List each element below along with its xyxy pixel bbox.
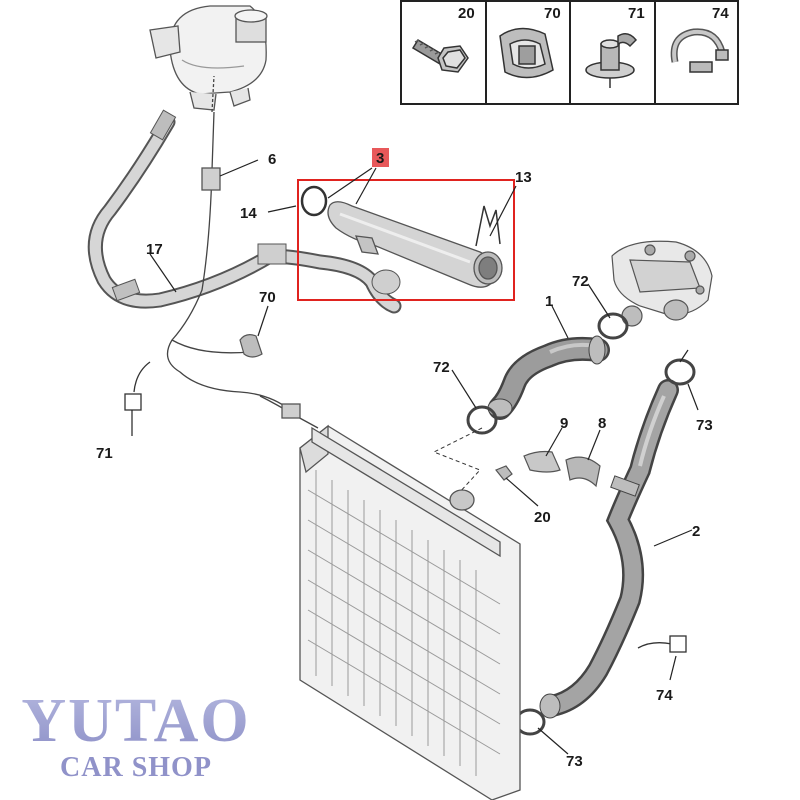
tank-cap [234, 9, 268, 43]
callout-17: 17 [146, 241, 163, 258]
callout-1: 1 [545, 293, 553, 310]
part-3-callout: 3 [372, 148, 389, 167]
inset-number-74: 74 [712, 5, 729, 22]
callout-73-upper: 73 [696, 417, 713, 434]
spring-clip-13 [475, 205, 501, 247]
callout-8: 8 [598, 415, 606, 432]
fastener-71-part [124, 361, 151, 411]
callout-73-lower: 73 [566, 753, 583, 770]
expansion-tank [149, 5, 268, 111]
hose-to-housing [257, 243, 402, 314]
clamp-72-upper [597, 312, 629, 340]
watermark-brand: YUTAO [16, 690, 256, 752]
bracket-9 [523, 450, 561, 473]
callout-74: 74 [656, 687, 673, 704]
connector-wire-to-radiator [259, 395, 319, 429]
bolt-icon [411, 38, 469, 73]
bolt-20-part [495, 465, 513, 481]
callout-70: 70 [259, 289, 276, 306]
callout-3: 3 [376, 150, 384, 167]
clamp-73-upper [664, 358, 696, 386]
callout-9: 9 [560, 415, 568, 432]
clip-icon [499, 27, 554, 79]
clamp-72-lower [466, 405, 498, 435]
parts-inset-panel: 20 70 71 74 [400, 0, 739, 105]
callout-72-lower: 72 [433, 359, 450, 376]
inset-number-71: 71 [628, 5, 645, 22]
o-ring-14 [300, 185, 328, 217]
dashed-guide-line [432, 427, 483, 495]
outlet-pipe-3 [327, 201, 503, 288]
callout-2: 2 [692, 523, 700, 540]
thermostat-housing [611, 240, 713, 327]
callout-72-upper: 72 [572, 273, 589, 290]
callout-6: 6 [268, 151, 276, 168]
fastener-74-part [637, 635, 687, 653]
sensor-wire-6 [166, 75, 291, 411]
callout-14: 14 [240, 205, 257, 222]
hose-2 [539, 379, 679, 719]
callout-20: 20 [534, 509, 551, 526]
bracket-8 [565, 456, 601, 488]
highlight-box [297, 179, 515, 301]
clamp-icon [670, 28, 729, 73]
clip-70-part [239, 334, 263, 358]
inset-number-70: 70 [544, 5, 561, 22]
radiator [299, 424, 521, 800]
hose-1 [487, 335, 610, 420]
push-fastener-icon [585, 33, 638, 88]
callout-13: 13 [515, 169, 532, 186]
inset-number-20: 20 [458, 5, 475, 22]
radiator-fins [307, 470, 501, 776]
watermark-subtitle: CAR SHOP [60, 752, 212, 783]
callout-71: 71 [96, 445, 113, 462]
leader-lines [131, 159, 699, 755]
